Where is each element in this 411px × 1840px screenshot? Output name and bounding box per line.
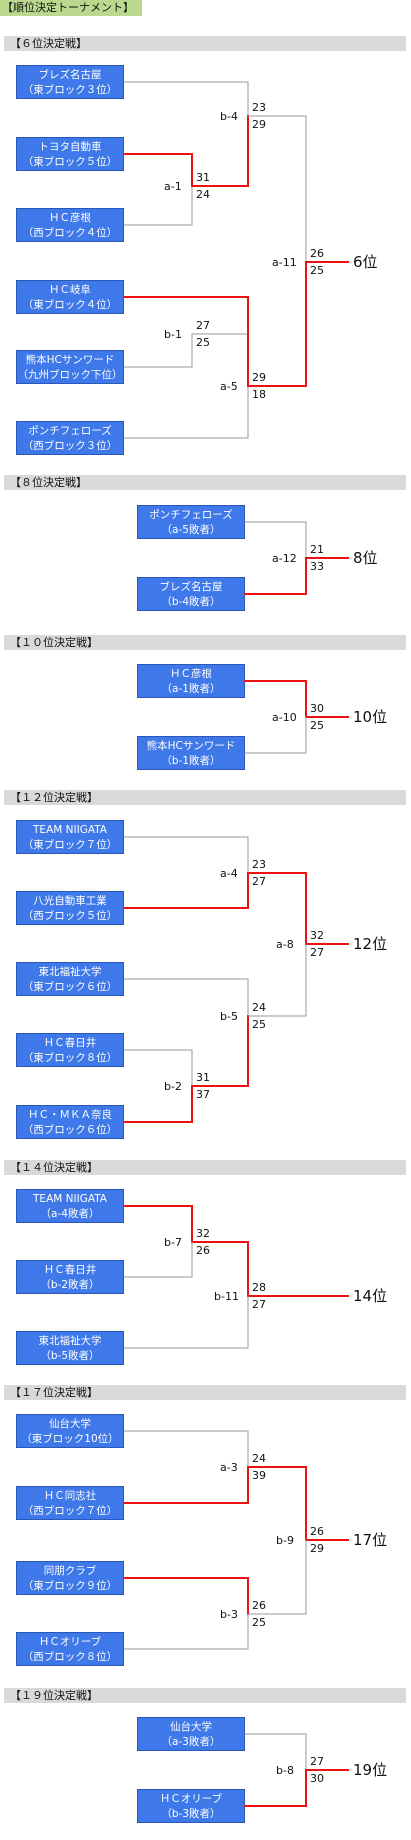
section-header-12th: 【１２位決定戦】 xyxy=(4,790,406,805)
match-id: b-8 xyxy=(276,1764,294,1777)
match-score: 25 xyxy=(310,719,324,732)
match-id: a-10 xyxy=(272,711,297,724)
match-score: 25 xyxy=(196,336,210,349)
match-score: 25 xyxy=(252,1616,266,1629)
match-score: 29 xyxy=(252,118,266,131)
match-score: 25 xyxy=(252,1018,266,1031)
match-score: 26 xyxy=(310,247,324,260)
match-id: b-9 xyxy=(276,1534,294,1547)
match-id: a-8 xyxy=(276,938,294,951)
team-box: 熊本HCサンワード（b-1敗者） xyxy=(137,736,245,770)
result-label: 10位 xyxy=(353,708,388,726)
match-score: 23 xyxy=(252,101,266,114)
team-box: ＨＣ岐阜（東ブロック４位） xyxy=(16,280,124,314)
team-box: ＨＣ春日井（東ブロック８位） xyxy=(16,1033,124,1067)
match-score: 27 xyxy=(310,1755,324,1768)
match-score: 26 xyxy=(310,1525,324,1538)
result-label: 6位 xyxy=(353,253,378,271)
match-id: b-4 xyxy=(220,110,238,123)
result-label: 14位 xyxy=(353,1287,388,1305)
match-score: 27 xyxy=(252,875,266,888)
match-id: b-11 xyxy=(214,1290,239,1303)
match-id: a-11 xyxy=(272,256,297,269)
match-score: 26 xyxy=(252,1599,266,1612)
page-title: 【順位決定トーナメント】 xyxy=(0,0,142,16)
match-score: 24 xyxy=(252,1452,266,1465)
result-label: 8位 xyxy=(353,549,378,567)
team-box: ＨＣ春日井（b-2敗者） xyxy=(16,1260,124,1294)
match-score: 27 xyxy=(310,946,324,959)
match-score: 24 xyxy=(196,188,210,201)
result-label: 19位 xyxy=(353,1761,388,1779)
section-header-19th: 【１９位決定戦】 xyxy=(4,1688,406,1703)
team-box: 仙台大学（東ブロック10位） xyxy=(16,1414,124,1448)
team-box: 仙台大学（a-3敗者） xyxy=(137,1717,245,1751)
match-score: 23 xyxy=(252,858,266,871)
team-box: TEAM NIIGATA（東ブロック７位） xyxy=(16,820,124,854)
match-id: a-5 xyxy=(220,380,238,393)
team-box: 東北福祉大学（b-5敗者） xyxy=(16,1331,124,1365)
match-score: 26 xyxy=(196,1244,210,1257)
team-box: ポンチフェローズ（西ブロック３位） xyxy=(16,421,124,455)
match-score: 32 xyxy=(310,929,324,942)
team-box: 同朋クラブ（東ブロック９位） xyxy=(16,1561,124,1595)
section-header-10th: 【１０位決定戦】 xyxy=(4,635,406,650)
team-box: ＨＣ・ＭＫＡ奈良（西ブロック６位） xyxy=(16,1105,124,1139)
team-box: ブレズ名古屋（b-4敗者） xyxy=(137,577,245,611)
match-id: b-3 xyxy=(220,1608,238,1621)
section-header-6th: 【６位決定戦】 xyxy=(4,36,406,51)
match-score: 37 xyxy=(196,1088,210,1101)
team-box: 八光自動車工業（西ブロック５位） xyxy=(16,891,124,925)
match-id: a-1 xyxy=(164,180,182,193)
team-box: ＨＣ彦根（西ブロック４位） xyxy=(16,208,124,242)
match-id: b-5 xyxy=(220,1010,238,1023)
team-box: ＨＣ彦根（a-1敗者） xyxy=(137,664,245,698)
match-id: a-12 xyxy=(272,552,297,565)
match-id: a-4 xyxy=(220,867,238,880)
match-score: 21 xyxy=(310,543,324,556)
section-header-14th: 【１４位決定戦】 xyxy=(4,1160,406,1175)
match-score: 31 xyxy=(196,1071,210,1084)
match-score: 39 xyxy=(252,1469,266,1482)
match-score: 25 xyxy=(310,264,324,277)
section-header-17th: 【１７位決定戦】 xyxy=(4,1385,406,1400)
match-id: b-7 xyxy=(164,1236,182,1249)
match-score: 32 xyxy=(196,1227,210,1240)
match-id: b-1 xyxy=(164,328,182,341)
match-score: 30 xyxy=(310,1772,324,1785)
match-score: 27 xyxy=(252,1298,266,1311)
match-score: 31 xyxy=(196,171,210,184)
result-label: 17位 xyxy=(353,1531,388,1549)
team-box: 熊本HCサンワード（九州ブロック下位） xyxy=(16,350,124,384)
result-label: 12位 xyxy=(353,935,388,953)
match-score: 18 xyxy=(252,388,266,401)
section-header-8th: 【８位決定戦】 xyxy=(4,475,406,490)
team-box: ポンチフェローズ（a-5敗者） xyxy=(137,505,245,539)
match-id: b-2 xyxy=(164,1080,182,1093)
team-box: 東北福祉大学（東ブロック６位） xyxy=(16,962,124,996)
match-score: 30 xyxy=(310,702,324,715)
team-box: TEAM NIIGATA（a-4敗者） xyxy=(16,1189,124,1223)
match-score: 29 xyxy=(252,371,266,384)
match-score: 33 xyxy=(310,560,324,573)
team-box: ＨＣ同志社（西ブロック７位） xyxy=(16,1486,124,1520)
match-score: 27 xyxy=(196,319,210,332)
match-score: 28 xyxy=(252,1281,266,1294)
match-id: a-3 xyxy=(220,1461,238,1474)
team-box: ブレズ名古屋（東ブロック３位） xyxy=(16,65,124,99)
match-score: 24 xyxy=(252,1001,266,1014)
team-box: ＨＣオリーブ（b-3敗者） xyxy=(137,1789,245,1823)
match-score: 29 xyxy=(310,1542,324,1555)
team-box: ＨＣオリーブ（西ブロック８位） xyxy=(16,1632,124,1666)
